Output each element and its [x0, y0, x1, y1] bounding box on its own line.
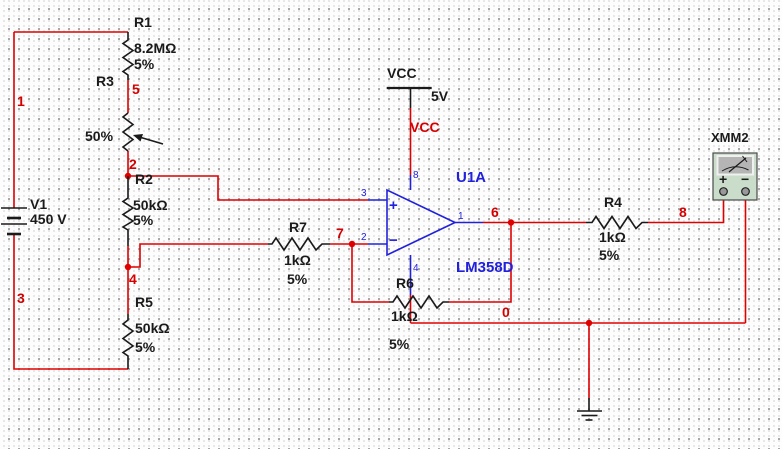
ground-symbol[interactable]: [577, 398, 602, 421]
v1-value-label: 450 V: [30, 211, 67, 227]
meter-screen: [716, 155, 754, 176]
opamp-u1a[interactable]: [368, 175, 483, 295]
wire-feedback-left[interactable]: [351, 244, 389, 303]
wire-feedback-right[interactable]: [449, 222, 512, 303]
r5-tolerance-label: 5%: [135, 339, 156, 355]
r6-tolerance-label: 5%: [389, 336, 410, 352]
r1-value-label: 8.2MΩ: [134, 40, 177, 56]
opamp-minus-sign: −: [389, 232, 398, 249]
net5-label: 5: [132, 81, 140, 97]
r5-value-label: 50kΩ: [135, 320, 170, 336]
battery-v1[interactable]: [1, 207, 27, 236]
potentiometer-r3[interactable]: [121, 112, 164, 152]
r4-ref-label: R4: [604, 194, 622, 210]
v1-ref-label: V1: [30, 196, 48, 212]
meter-needle-tick: [742, 155, 748, 163]
u1a-pin8-label: 8: [413, 170, 419, 181]
junction-net0: [585, 319, 593, 327]
xmm2-minus-sign: −: [741, 171, 750, 187]
resistor-r5[interactable]: [121, 314, 135, 369]
wires: [13, 31, 747, 398]
resistor-r7[interactable]: [268, 236, 330, 252]
u1a-pin3-label: 3: [361, 188, 367, 199]
net1-label: 1: [17, 93, 25, 109]
net4-label: 4: [129, 271, 137, 287]
r6-ref-label: R6: [396, 275, 414, 291]
junction-net7: [348, 240, 356, 248]
r1-ref-label: R1: [134, 14, 152, 30]
net0-label: 0: [502, 304, 510, 320]
resistor-r2[interactable]: [121, 176, 135, 246]
resistor-r6[interactable]: [389, 294, 449, 310]
junction-dots: [124, 172, 593, 327]
vcc-voltage-label: 5V: [431, 88, 449, 104]
r2-value-label: 50kΩ: [133, 197, 168, 213]
r3-wiper-label: 50%: [85, 128, 114, 144]
net6-label: 6: [491, 204, 499, 220]
r3-ref-label: R3: [96, 73, 114, 89]
xmm2-plus-sign: +: [719, 171, 728, 187]
resistor-r1[interactable]: [121, 32, 135, 80]
opamp-plus-sign: +: [389, 197, 398, 214]
multimeter-xmm2[interactable]: [712, 152, 758, 201]
wire-net3-left[interactable]: [13, 234, 128, 370]
net3-label: 3: [17, 290, 25, 306]
vcc-net-label: VCC: [410, 119, 440, 135]
r4-tolerance-label: 5%: [599, 247, 620, 263]
wire-net8[interactable]: [648, 195, 725, 224]
r7-tolerance-label: 5%: [287, 271, 308, 287]
net8-label: 8: [679, 204, 687, 220]
r7-value-label: 1kΩ: [284, 252, 311, 268]
u1a-ref-label: U1A: [456, 169, 487, 186]
meter-terminal-minus[interactable]: [741, 187, 750, 196]
r5-ref-label: R5: [135, 294, 153, 310]
net7-label: 7: [336, 225, 344, 241]
junction-net4: [124, 263, 132, 271]
xmm2-ref-label: XMM2: [711, 130, 749, 145]
vcc-symbol[interactable]: [386, 86, 432, 108]
wire-net2-to-pin3[interactable]: [128, 175, 368, 201]
u1a-pin2-label: 2: [361, 232, 367, 243]
u1a-part-label: LM358D: [456, 259, 514, 276]
r1-tolerance-label: 5%: [134, 56, 155, 72]
vcc-symbol-label: VCC: [387, 65, 417, 81]
wire-net4-to-r7[interactable]: [128, 243, 268, 268]
r2-tolerance-label: 5%: [133, 212, 154, 228]
meter-terminal-plus[interactable]: [719, 187, 728, 196]
r6-value-label: 1kΩ: [391, 308, 418, 324]
u1a-pin1-label: 1: [458, 211, 464, 222]
net2-label: 2: [129, 156, 137, 172]
u1a-pin4-label: 4: [413, 263, 419, 274]
resistor-r4[interactable]: [586, 215, 648, 230]
r4-value-label: 1kΩ: [599, 229, 626, 245]
r2-ref-label: R2: [135, 171, 153, 187]
r7-ref-label: R7: [289, 219, 307, 235]
meter-needle: [728, 157, 747, 173]
junction-net6: [507, 219, 515, 226]
